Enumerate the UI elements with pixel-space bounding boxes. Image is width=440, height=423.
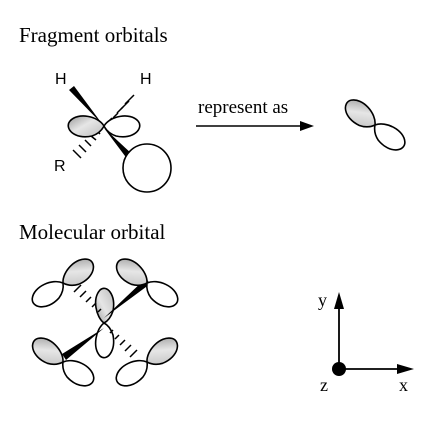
hashed-bond-lower-right — [109, 329, 138, 358]
wedge-bond-lower-left — [62, 328, 104, 360]
molecular-orbital-diagram — [26, 253, 184, 393]
axis-label-z: z — [320, 375, 328, 395]
wedge-bond-h-top-left — [69, 86, 103, 125]
h-orbital-circle — [122, 143, 172, 193]
wedge-bond-h-circle — [104, 128, 133, 160]
peripheral-orbital-upper-left — [27, 253, 100, 314]
represent-arrow — [196, 121, 314, 131]
molecular-orbital-heading: Molecular orbital — [19, 220, 166, 244]
axis-label-y: y — [318, 290, 327, 310]
x-axis-arrowhead — [397, 364, 414, 374]
atom-h-top-right: H — [140, 71, 152, 88]
z-axis-dot — [332, 362, 346, 376]
atom-h-top-left: H — [55, 71, 67, 88]
coordinate-axes — [332, 292, 414, 376]
hashed-bond-upper-left — [73, 284, 102, 313]
fragment-molecule — [67, 86, 172, 193]
wedge-bond-upper-right — [104, 278, 150, 318]
atom-r: R — [54, 158, 66, 175]
carbon-p-orbital — [67, 115, 141, 138]
y-axis-arrowhead — [334, 292, 344, 309]
central-orbital — [94, 287, 115, 359]
represent-as-label: represent as — [198, 97, 289, 118]
representation-orbital — [339, 94, 411, 157]
peripheral-orbital-lower-left — [26, 332, 99, 393]
fragment-orbitals-heading: Fragment orbitals — [19, 23, 168, 47]
axis-label-x: x — [399, 375, 408, 395]
